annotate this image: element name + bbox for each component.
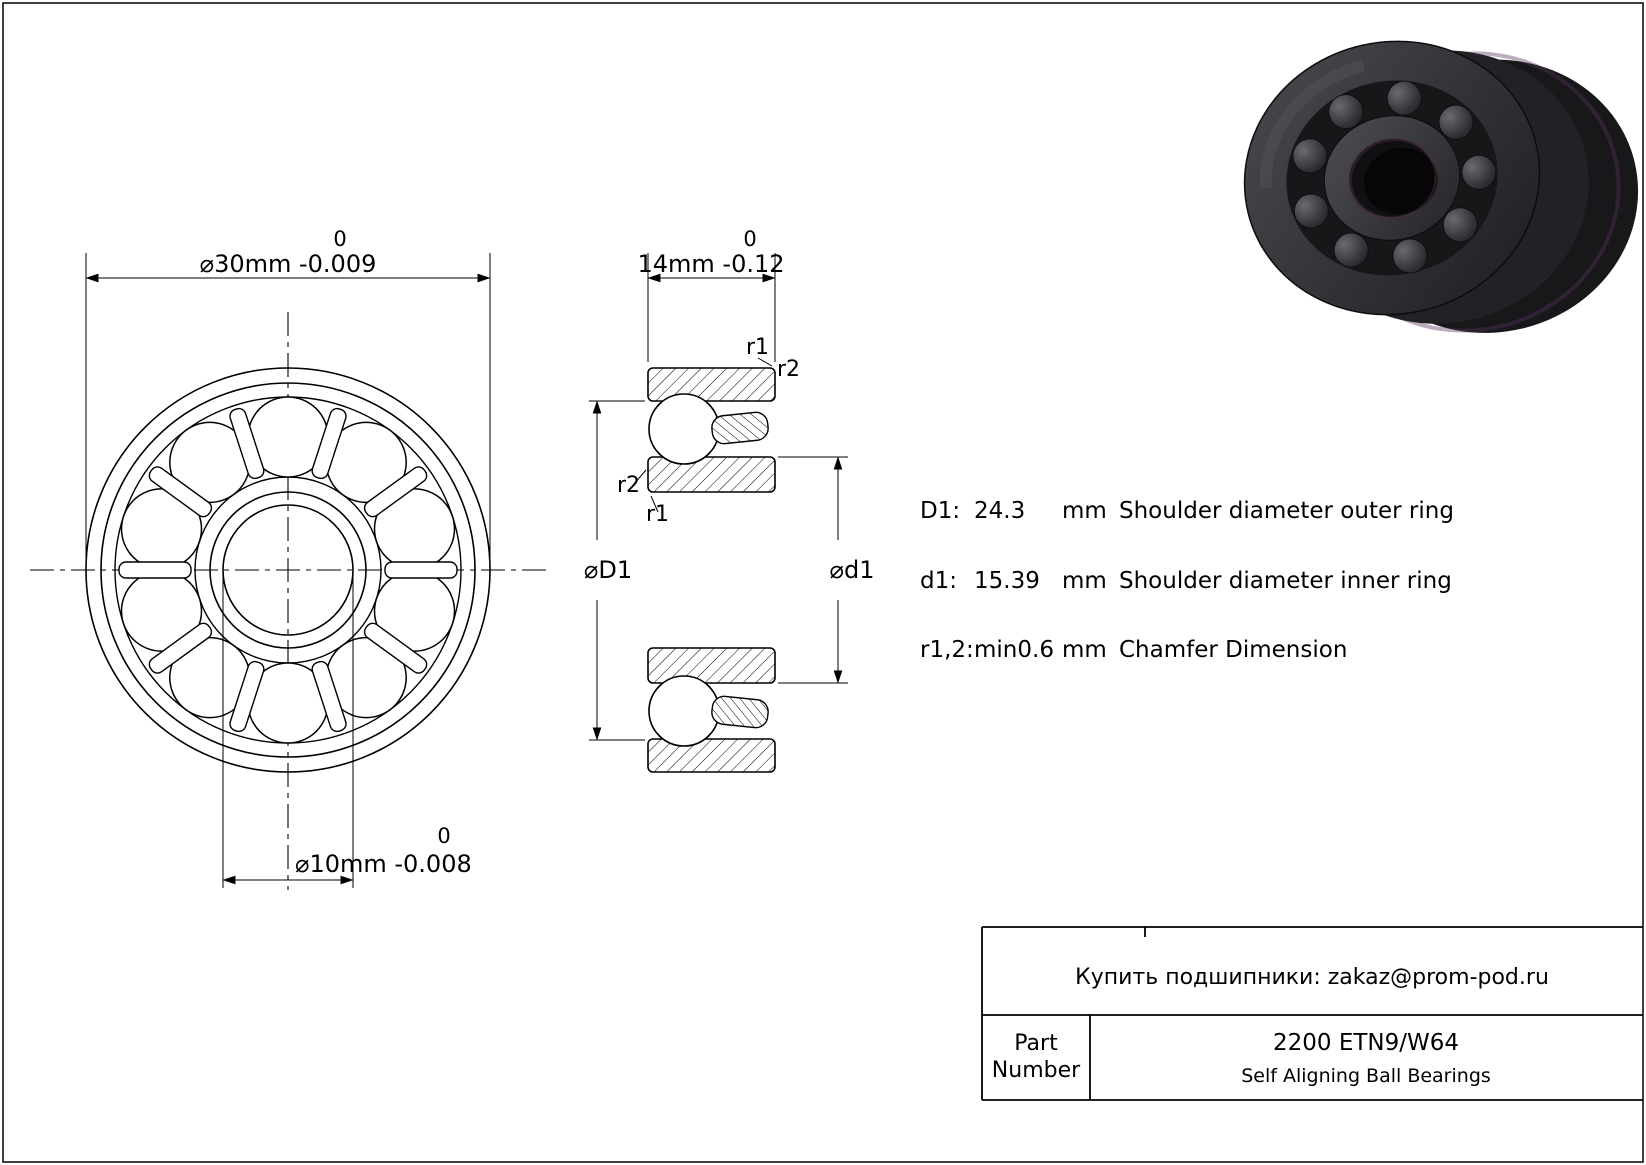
label-r2-top: r2 bbox=[777, 357, 800, 382]
spec-row: D1: 24.3 mm Shoulder diameter outer ring bbox=[920, 498, 1454, 524]
outer-ring-face bbox=[100, 382, 476, 758]
label-r2-side: r2 bbox=[617, 473, 640, 498]
inner-ring-section-bottom bbox=[647, 647, 776, 684]
inner-ring-face bbox=[209, 491, 367, 649]
spec-value: 24.3 bbox=[974, 498, 1025, 524]
chamfer-labels-top: r1 r2 bbox=[746, 335, 800, 382]
cage-section-bottom bbox=[711, 695, 769, 729]
dim-outer-tolerance: 0 bbox=[333, 227, 346, 251]
contact-text: Купить подшипники: zakaz@prom-pod.ru bbox=[1075, 965, 1549, 990]
dim-outer-text: ⌀30mm -0.009 bbox=[200, 250, 377, 278]
spec-value: 15.39 bbox=[974, 568, 1040, 594]
outer-ring-section-bottom bbox=[647, 738, 776, 773]
inner-ring-section-top bbox=[647, 456, 776, 493]
bore-diameter-dimension: 0 ⌀10mm -0.008 bbox=[222, 576, 472, 888]
spec-row: r1,2: min0.6 mm Chamfer Dimension bbox=[920, 637, 1347, 663]
ball-section-bottom bbox=[648, 675, 720, 747]
front-view: 0 ⌀30mm -0.009 0 ⌀10mm -0.008 bbox=[30, 227, 550, 890]
dim-width-tolerance: 0 bbox=[743, 227, 756, 251]
spec-desc: Chamfer Dimension bbox=[1119, 637, 1347, 663]
spec-value: min0.6 bbox=[974, 637, 1054, 663]
outer-ring-section-top bbox=[647, 367, 776, 402]
dim-width-text: 14mm -0.12 bbox=[637, 250, 784, 278]
part-label-line2: Number bbox=[992, 1058, 1081, 1083]
outer-ring-od bbox=[85, 367, 491, 773]
shoulder-inner-dimension: ⌀d1 bbox=[778, 456, 875, 684]
spec-table: D1: 24.3 mm Shoulder diameter outer ring… bbox=[920, 498, 1454, 663]
spec-desc: Shoulder diameter inner ring bbox=[1119, 568, 1452, 594]
spec-unit: mm bbox=[1062, 498, 1107, 524]
shoulder-outer-dimension: ⌀D1 bbox=[584, 400, 645, 741]
chamfer-labels-side: r2 r1 bbox=[617, 469, 669, 527]
section-view: 0 14mm -0.12 r1 r2 r2 r1 ⌀D1 bbox=[584, 227, 875, 773]
title-block: Купить подшипники: zakaz@prom-pod.ru Par… bbox=[981, 926, 1643, 1101]
spec-row: d1: 15.39 mm Shoulder diameter inner rin… bbox=[920, 568, 1452, 594]
part-label-line1: Part bbox=[1014, 1031, 1058, 1056]
dim-bore-text: ⌀10mm -0.008 bbox=[295, 850, 472, 878]
dim-bore-tolerance: 0 bbox=[437, 824, 450, 848]
label-shoulder-inner: ⌀d1 bbox=[830, 556, 875, 584]
bore bbox=[222, 504, 354, 636]
bearing-3d-image bbox=[1243, 40, 1639, 333]
part-number: 2200 ETN9/W64 bbox=[1273, 1030, 1459, 1056]
spec-name: D1: bbox=[920, 498, 960, 524]
product-subtitle: Self Aligning Ball Bearings bbox=[1241, 1065, 1491, 1087]
spec-unit: mm bbox=[1062, 637, 1107, 663]
spec-unit: mm bbox=[1062, 568, 1107, 594]
label-shoulder-outer: ⌀D1 bbox=[584, 556, 632, 584]
cage-bars bbox=[118, 407, 458, 733]
label-r1-side: r1 bbox=[646, 502, 669, 527]
bearing-3d-balls bbox=[1292, 80, 1497, 274]
spec-name: d1: bbox=[920, 568, 957, 594]
spec-name: r1,2: bbox=[920, 637, 974, 663]
width-dimension: 0 14mm -0.12 bbox=[637, 227, 785, 362]
spec-desc: Shoulder diameter outer ring bbox=[1119, 498, 1454, 524]
balls bbox=[120, 396, 456, 744]
cage-section-top bbox=[711, 411, 769, 445]
outer-diameter-dimension: 0 ⌀30mm -0.009 bbox=[85, 227, 491, 563]
ball-section-top bbox=[648, 393, 720, 465]
label-r1-top: r1 bbox=[746, 335, 769, 360]
